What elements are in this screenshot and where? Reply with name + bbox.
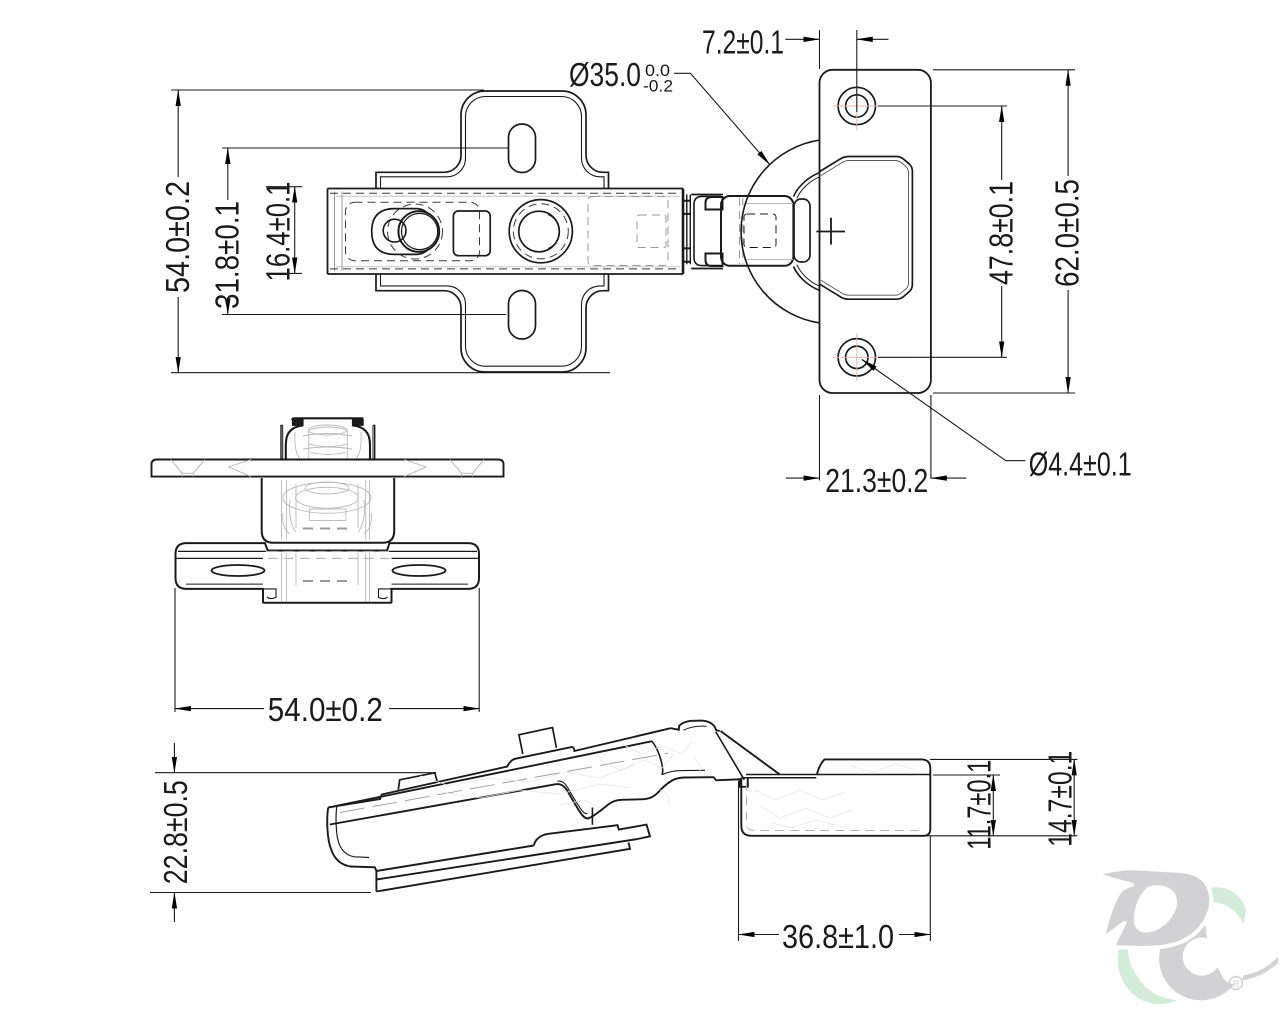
svg-text:11.7±0.1: 11.7±0.1 bbox=[960, 760, 997, 850]
svg-text:62.0±0.5: 62.0±0.5 bbox=[1049, 179, 1086, 287]
svg-text:7.2±0.1: 7.2±0.1 bbox=[702, 23, 784, 60]
svg-text:22.8±0.5: 22.8±0.5 bbox=[157, 780, 194, 884]
svg-text:14.7±0.1: 14.7±0.1 bbox=[1042, 751, 1079, 847]
svg-text:31.8±0.1: 31.8±0.1 bbox=[209, 201, 246, 309]
svg-text:21.3±0.2: 21.3±0.2 bbox=[825, 462, 928, 499]
svg-text:Ø35.0: Ø35.0 bbox=[569, 56, 641, 93]
svg-text:54.0±0.2: 54.0±0.2 bbox=[268, 691, 383, 728]
svg-text:R: R bbox=[1233, 979, 1240, 990]
svg-text:36.8±1.0: 36.8±1.0 bbox=[782, 918, 894, 955]
svg-text:Ø4.4±0.1: Ø4.4±0.1 bbox=[1029, 446, 1132, 483]
svg-text:47.8±0.1: 47.8±0.1 bbox=[983, 181, 1020, 285]
svg-text:16.4±0.1: 16.4±0.1 bbox=[260, 182, 297, 282]
svg-text:0.0: 0.0 bbox=[645, 61, 670, 80]
svg-text:-0.2: -0.2 bbox=[643, 77, 673, 96]
svg-text:54.0±0.2: 54.0±0.2 bbox=[159, 181, 196, 293]
